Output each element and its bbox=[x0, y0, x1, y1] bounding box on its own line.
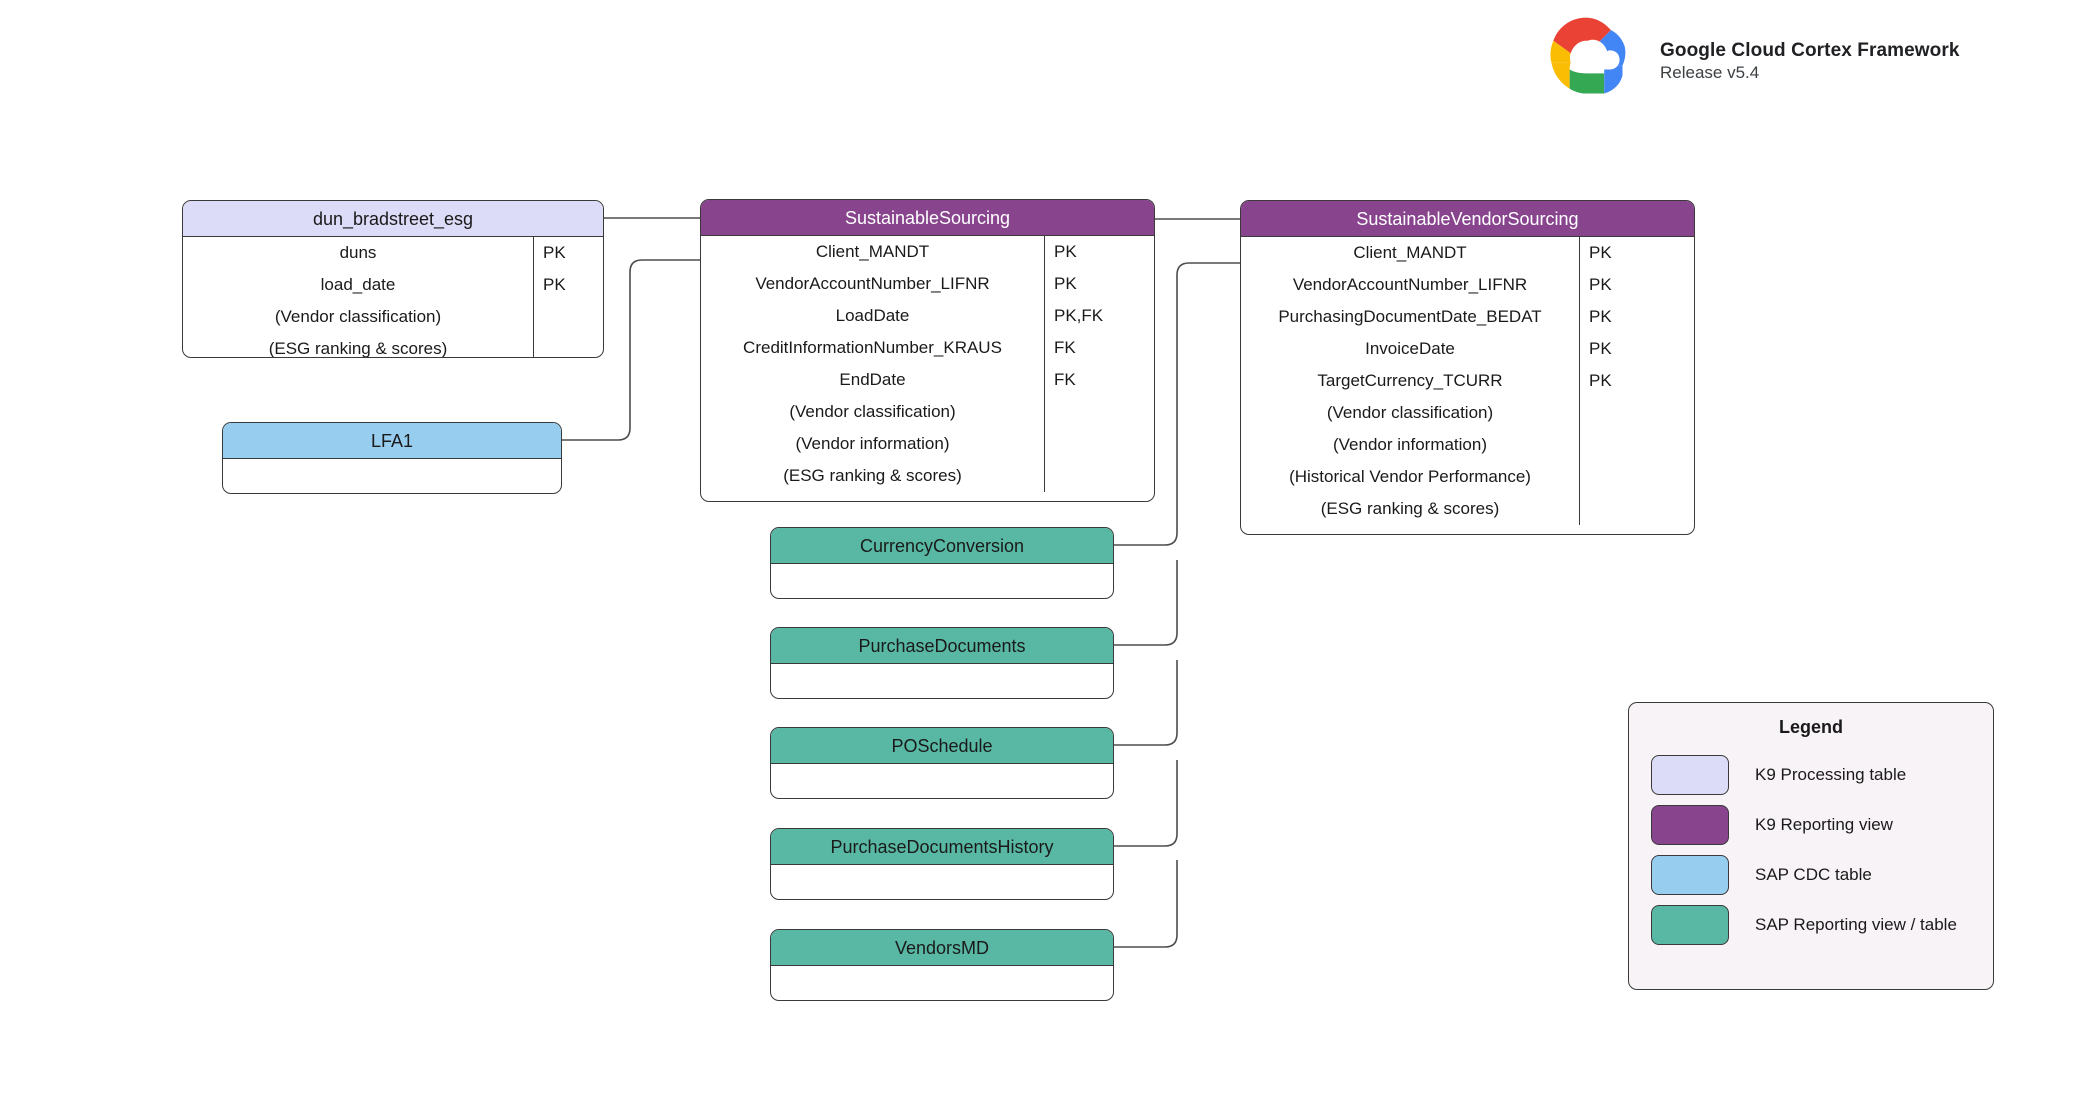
field-row: EndDate bbox=[839, 370, 906, 389]
field-row: VendorAccountNumber_LIFNR bbox=[1292, 275, 1528, 294]
field-key: PK bbox=[1054, 274, 1077, 293]
field-row: (Historical Vendor Performance) bbox=[1289, 467, 1531, 486]
entity-title: PurchaseDocuments bbox=[771, 628, 1113, 664]
entity-sustainable-vendor-sourcing[interactable]: SustainableVendorSourcing Client_MANDT V… bbox=[1240, 200, 1695, 535]
entity-vendors-md[interactable]: VendorsMD bbox=[770, 929, 1114, 1001]
field-key: PK bbox=[543, 243, 566, 262]
entity-empty-body bbox=[771, 664, 1113, 698]
legend-item-sap-reporting-view: SAP Reporting view / table bbox=[1629, 900, 1993, 950]
entity-empty-body bbox=[771, 764, 1113, 798]
field-key: PK bbox=[1054, 242, 1077, 261]
legend-item-k9-processing-table: K9 Processing table bbox=[1629, 750, 1993, 800]
legend-panel: Legend K9 Processing table K9 Reporting … bbox=[1628, 702, 1994, 990]
entity-dun-bradstreet-esg[interactable]: dun_bradstreet_esg duns load_date (Vendo… bbox=[182, 200, 604, 358]
field-key: PK bbox=[1589, 307, 1612, 326]
entity-title: POSchedule bbox=[771, 728, 1113, 764]
entity-empty-body bbox=[771, 564, 1113, 598]
field-row: load_date bbox=[320, 275, 396, 294]
edge-poschedule-vendorsourcing bbox=[1114, 660, 1178, 746]
legend-title: Legend bbox=[1778, 717, 1843, 737]
field-name-column: duns load_date (Vendor classification) (… bbox=[183, 237, 533, 358]
field-key bbox=[534, 301, 603, 333]
field-row: Client_MANDT bbox=[815, 242, 930, 261]
field-row: (ESG ranking & scores) bbox=[783, 466, 962, 485]
edge-purchasedocuments-vendorsourcing bbox=[1114, 560, 1178, 646]
brand-title: Google Cloud Cortex Framework bbox=[1660, 39, 1960, 61]
entity-empty-body bbox=[771, 865, 1113, 899]
entity-empty-body bbox=[223, 459, 561, 493]
field-key: PK bbox=[1589, 339, 1612, 358]
field-row: (Vendor classification) bbox=[274, 307, 442, 326]
entity-body: duns load_date (Vendor classification) (… bbox=[183, 237, 603, 358]
entity-currency-conversion[interactable]: CurrencyConversion bbox=[770, 527, 1114, 599]
entity-purchase-documents[interactable]: PurchaseDocuments bbox=[770, 627, 1114, 699]
field-key: FK bbox=[1054, 338, 1076, 357]
entity-title: CurrencyConversion bbox=[771, 528, 1113, 564]
field-row: InvoiceDate bbox=[1365, 339, 1455, 358]
legend-swatch-icon bbox=[1651, 755, 1729, 795]
field-row: VendorAccountNumber_LIFNR bbox=[755, 274, 990, 293]
entity-title: SustainableSourcing bbox=[701, 200, 1154, 236]
edge-purchasedocumentshistory-vendorsourcing bbox=[1114, 760, 1178, 847]
field-row: (ESG ranking & scores) bbox=[268, 339, 448, 358]
field-key bbox=[1580, 461, 1694, 493]
field-key: PK bbox=[1589, 243, 1612, 262]
entity-po-schedule[interactable]: POSchedule bbox=[770, 727, 1114, 799]
field-key bbox=[1045, 428, 1154, 460]
field-key bbox=[1045, 460, 1154, 492]
field-key bbox=[1580, 493, 1694, 525]
field-key-column: PK PK PK,FK FK FK bbox=[1044, 236, 1154, 492]
field-key bbox=[1580, 397, 1694, 429]
field-name-column: Client_MANDT VendorAccountNumber_LIFNR L… bbox=[701, 236, 1044, 492]
field-key: PK bbox=[1589, 371, 1612, 390]
entity-sustainable-sourcing[interactable]: SustainableSourcing Client_MANDT VendorA… bbox=[700, 199, 1155, 502]
entity-title: SustainableVendorSourcing bbox=[1241, 201, 1694, 237]
field-row: PurchasingDocumentDate_BEDAT bbox=[1278, 307, 1542, 326]
field-row: Client_MANDT bbox=[1353, 243, 1467, 262]
legend-swatch-icon bbox=[1651, 905, 1729, 945]
field-key bbox=[1045, 396, 1154, 428]
field-row: (Vendor classification) bbox=[789, 402, 956, 421]
field-key: PK bbox=[1589, 275, 1612, 294]
brand-header: Google Cloud Cortex Framework Release v5… bbox=[1528, 10, 1960, 106]
field-row: (Vendor information) bbox=[795, 434, 950, 453]
entity-body: Client_MANDT VendorAccountNumber_LIFNR L… bbox=[701, 236, 1154, 492]
entity-empty-body bbox=[771, 966, 1113, 1000]
legend-item-k9-reporting-view: K9 Reporting view bbox=[1629, 800, 1993, 850]
field-row: (ESG ranking & scores) bbox=[1320, 499, 1500, 518]
field-row: duns bbox=[339, 243, 377, 262]
legend-item-label: K9 Processing table bbox=[1755, 765, 1907, 784]
field-row: CreditInformationNumber_KRAUS bbox=[743, 338, 1002, 357]
legend-item-sap-cdc-table: SAP CDC table bbox=[1629, 850, 1993, 900]
field-row: TargetCurrency_TCURR bbox=[1317, 371, 1503, 390]
field-name-column: Client_MANDT VendorAccountNumber_LIFNR P… bbox=[1241, 237, 1579, 525]
field-row: (Vendor classification) bbox=[1326, 403, 1494, 422]
legend-swatch-icon bbox=[1651, 805, 1729, 845]
field-key: PK,FK bbox=[1054, 306, 1104, 325]
field-key: PK bbox=[543, 275, 566, 294]
field-key-column: PK PK PK PK PK bbox=[1579, 237, 1694, 525]
field-row: LoadDate bbox=[835, 306, 910, 325]
edge-vendorsmd-vendorsourcing bbox=[1114, 860, 1178, 948]
legend-item-label: SAP CDC table bbox=[1755, 865, 1872, 884]
field-key bbox=[534, 333, 603, 357]
entity-title: LFA1 bbox=[223, 423, 561, 459]
legend-item-label: K9 Reporting view bbox=[1755, 815, 1893, 834]
entity-purchase-documents-history[interactable]: PurchaseDocumentsHistory bbox=[770, 828, 1114, 900]
brand-release: Release v5.4 bbox=[1660, 63, 1760, 83]
entity-body: Client_MANDT VendorAccountNumber_LIFNR P… bbox=[1241, 237, 1694, 525]
entity-title: dun_bradstreet_esg bbox=[183, 201, 603, 237]
field-key bbox=[1580, 429, 1694, 461]
legend-item-label: SAP Reporting view / table bbox=[1755, 915, 1957, 934]
field-row: (Vendor information) bbox=[1332, 435, 1488, 454]
google-cloud-logo-icon bbox=[1550, 17, 1626, 94]
entity-title: PurchaseDocumentsHistory bbox=[771, 829, 1113, 865]
field-key-column: PK PK bbox=[533, 237, 603, 357]
entity-title: VendorsMD bbox=[771, 930, 1113, 966]
legend-swatch-icon bbox=[1651, 855, 1729, 895]
entity-lfa1[interactable]: LFA1 bbox=[222, 422, 562, 494]
field-key: FK bbox=[1054, 370, 1076, 389]
